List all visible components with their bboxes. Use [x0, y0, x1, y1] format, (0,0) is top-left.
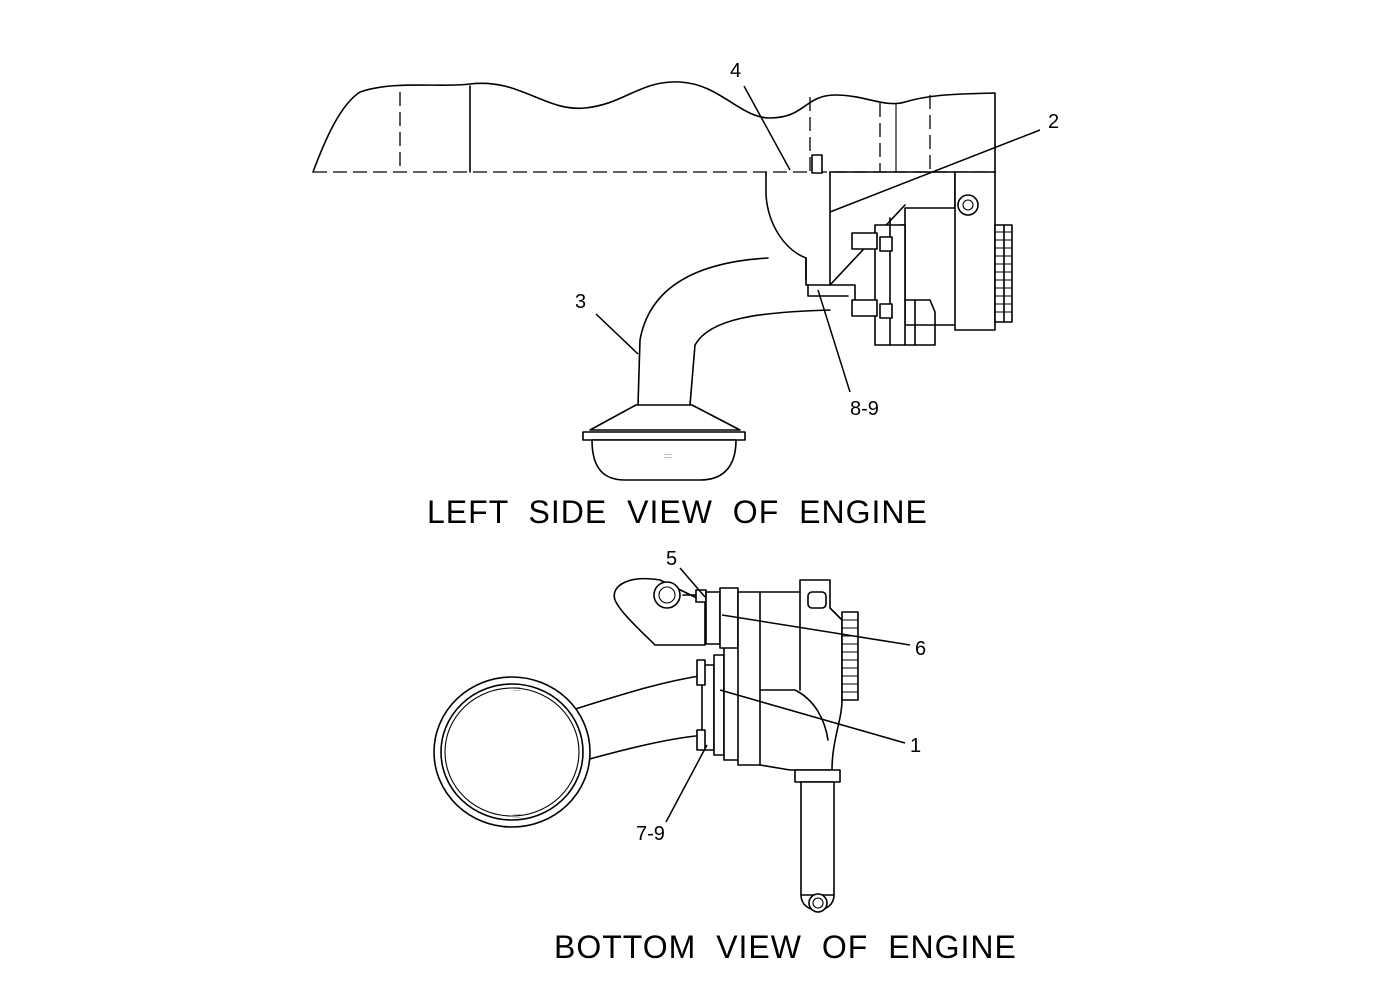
callout-4: 4: [730, 60, 741, 82]
leader-7-9: [665, 744, 708, 823]
oil-strainer-bottom: :::: ::::: [433, 676, 591, 828]
svg-text:::::: ::::: [513, 813, 521, 820]
callout-1: 1: [910, 735, 921, 757]
callout-5: 5: [666, 548, 677, 570]
leader-3: [595, 313, 639, 355]
leader-4: [743, 85, 791, 171]
suction-tube: [637, 257, 849, 406]
leader-5: [679, 567, 706, 598]
caption-bottom-view: BOTTOM VIEW OF ENGINE: [554, 929, 1017, 965]
oil-pump-bottom: [737, 579, 859, 913]
callout-3: 3: [575, 291, 586, 313]
leader-1: [719, 689, 906, 744]
caption-left-side-view: LEFT SIDE VIEW OF ENGINE: [427, 494, 928, 530]
tube-elbow-bottom: [613, 577, 707, 646]
leader-2: [829, 129, 1041, 213]
callout-8-9: 8-9: [850, 398, 879, 420]
svg-text:::::: ::::: [513, 686, 521, 693]
oil-pump-side: [851, 171, 1013, 346]
left-side-view: :::: 4 2 3 8-9 LEFT SIDE VIEW OF ENGINE: [312, 60, 1059, 530]
callout-7-9: 7-9: [636, 823, 665, 845]
suction-tube-bottom: [571, 674, 706, 761]
engine-block-outline: [312, 81, 996, 173]
oil-strainer-side: ::::: [582, 404, 746, 481]
callout-2: 2: [1048, 111, 1059, 133]
oil-pan-bracket: [765, 154, 856, 301]
leader-6: [721, 614, 911, 646]
bottom-view: :::: ::::: [433, 548, 1017, 965]
leader-8-9: [817, 289, 851, 393]
flange-gasket-bottom: [696, 587, 740, 761]
callout-6: 6: [915, 638, 926, 660]
svg-text:::::: ::::: [664, 453, 672, 460]
